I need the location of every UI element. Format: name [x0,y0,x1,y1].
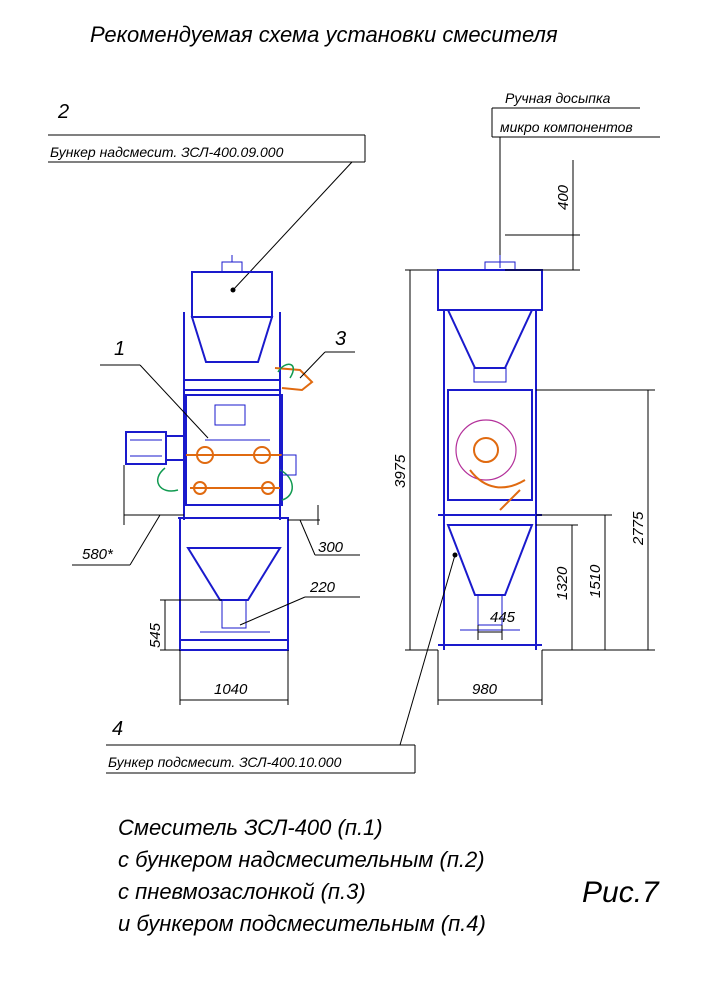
dimension-1510: 1510 [536,514,612,650]
item4-label: Бункер подсмесит. ЗСЛ-400.10.000 [108,754,342,770]
dimension-3975: 3975 [392,269,438,651]
dim-545-label: 545 [147,622,164,648]
figure-label: Рис.7 [582,876,660,909]
dim-445-label: 445 [490,609,516,626]
leader-manual-dosing: Ручная досыпка микро компонентов [491,90,660,255]
dimension-1320: 1320 [536,524,578,650]
dim-400-label: 400 [555,184,572,210]
item4-number: 4 [112,718,123,740]
leader-item-1: 1 [100,338,209,439]
caption-line-1: Смеситель ЗСЛ-400 (п.1) [118,815,383,840]
dimension-580: 580* [72,465,184,566]
item3-number: 3 [335,328,346,350]
dimension-300: 300 [288,505,360,556]
left-assembly-front-view [125,255,314,651]
caption-line-3: с пневмозаслонкой (п.3) [118,879,366,904]
dimension-980: 980 [437,650,543,705]
dim-3975-label: 3975 [392,454,409,488]
dim-220-label: 220 [309,579,336,596]
dim-300-label: 300 [318,539,344,556]
dim-1040-label: 1040 [214,681,248,698]
leader-item-4: 4 Бункер подсмесит. ЗСЛ-400.10.000 [106,552,458,774]
leader-item-2: 2 Бункер надсмесит. ЗСЛ-400.09.000 [48,101,366,293]
dim-2775-label: 2775 [630,511,647,546]
item2-label: Бункер надсмесит. ЗСЛ-400.09.000 [50,144,284,160]
dimension-2775: 2775 [536,389,655,651]
dimension-545: 545 [147,599,222,651]
leader-item-3: 3 [299,328,355,379]
caption-line-4: и бункером подсмесительным (п.4) [118,911,486,936]
diagram-title: Рекомендуемая схема установки смесителя [90,22,558,47]
right-assembly-side-view [437,255,543,650]
dim-580-label: 580* [82,546,114,563]
manual-dosing-line2: микро компонентов [500,119,633,135]
dimension-400: 400 [505,160,580,271]
caption-block: Смеситель ЗСЛ-400 (п.1) с бункером надсм… [118,815,486,936]
item1-number: 1 [114,338,125,360]
manual-dosing-line1: Ручная досыпка [505,90,611,106]
dim-980-label: 980 [472,681,498,698]
dim-1510-label: 1510 [587,564,604,598]
item2-number: 2 [57,101,69,123]
dim-1320-label: 1320 [554,566,571,600]
dimension-1040: 1040 [179,650,289,705]
dimension-445: 445 [477,609,516,640]
dimension-220: 220 [239,579,360,626]
caption-line-2: с бункером надсмесительным (п.2) [118,847,485,872]
